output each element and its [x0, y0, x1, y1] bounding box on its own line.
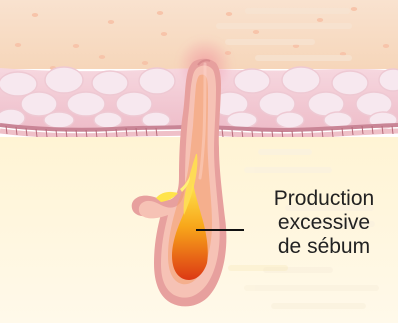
annotation-label: Production excessive de sébum [252, 187, 396, 259]
label-line-1: Production [252, 187, 396, 211]
label-line-3: de sébum [252, 235, 396, 259]
label-line-2: excessive [252, 211, 396, 235]
label-leader-line [196, 229, 244, 231]
